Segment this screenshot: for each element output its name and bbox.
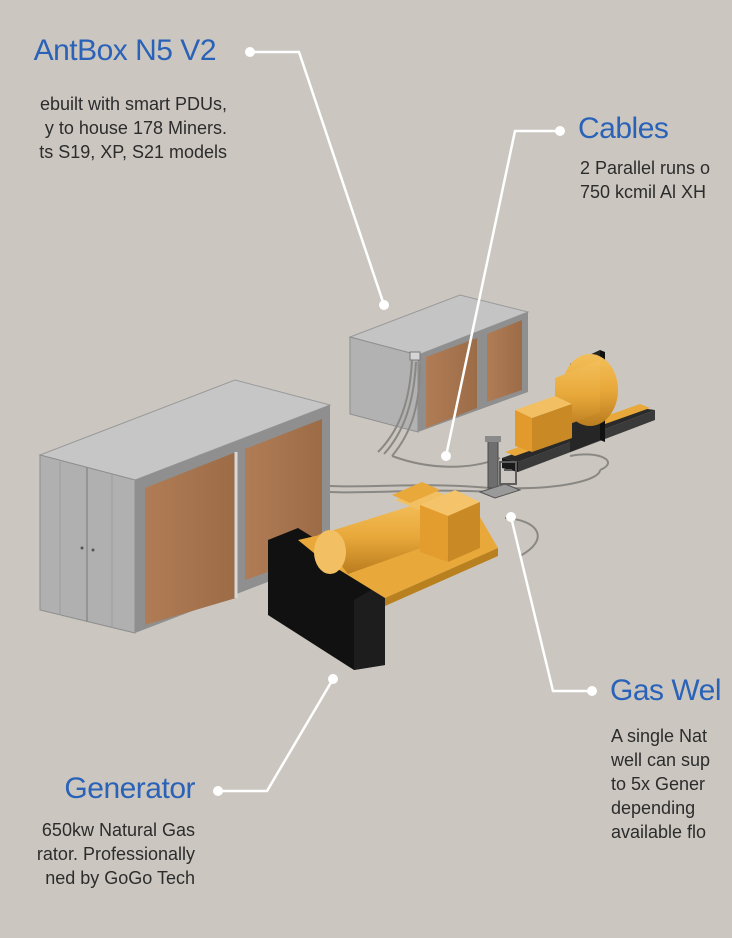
gas-well-line-3: to 5x Gener [611, 774, 706, 794]
generator-leader [218, 678, 335, 793]
antbox-line-1: ebuilt with smart PDUs, [39, 94, 227, 114]
gas-well-line-5: available flo [611, 822, 707, 842]
cables-leader-dot [555, 126, 565, 136]
cables-line-1: 2 Parallel runs o [580, 158, 711, 178]
cables-line-2: 750 kcmil Al XH [580, 182, 707, 202]
antbox-target-dot [379, 300, 389, 310]
callout-leaders [218, 50, 592, 793]
generator-title: Generator [64, 772, 195, 805]
gas-well-title: Gas Wel [610, 674, 721, 707]
gas-well-leader [509, 516, 592, 693]
cable-runs [329, 359, 609, 557]
antbox-title: AntBox N5 V2 [33, 34, 217, 67]
generator-description: 650kw Natural Gas rator. Professionally … [37, 818, 195, 890]
antbox-line-2: y to house 178 Miners. [44, 118, 227, 138]
generator-line-1: 650kw Natural Gas [41, 820, 195, 840]
gas-well-target-dot [506, 512, 516, 522]
antbox-leader-dot [245, 47, 255, 57]
small-container [348, 294, 530, 433]
antbox-line-3: ts S19, XP, S21 models [39, 142, 227, 162]
gas-wellhead [478, 436, 522, 499]
gas-well-line-2: well can sup [611, 750, 711, 770]
generator-front [268, 482, 498, 670]
generator-leader-dot [213, 786, 223, 796]
cables-description: 2 Parallel runs o 750 kcmil Al XH [580, 156, 710, 204]
antbox-leader [250, 50, 386, 306]
antbox-description: ebuilt with smart PDUs, y to house 178 M… [39, 92, 227, 164]
gas-well-description: A single Nat well can sup to 5x Gener de… [611, 724, 710, 844]
gas-well-line-1: A single Nat [611, 726, 708, 746]
cables-title: Cables [578, 112, 669, 145]
generator-line-3: ned by GoGo Tech [45, 868, 195, 888]
gas-well-line-4: depending [611, 798, 696, 818]
cables-leader [444, 129, 560, 457]
gas-well-leader-dot [587, 686, 597, 696]
generator-line-2: rator. Professionally [36, 844, 195, 864]
generator-target-dot [328, 674, 338, 684]
cables-target-dot [441, 451, 451, 461]
